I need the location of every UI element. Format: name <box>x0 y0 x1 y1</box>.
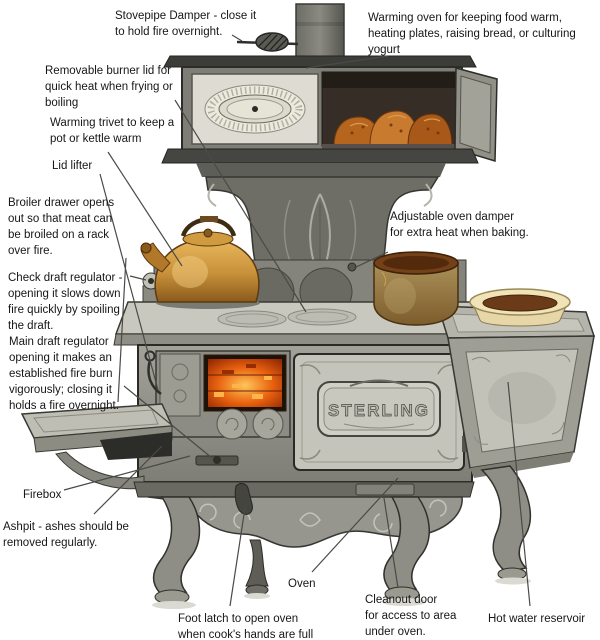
front-right-leg <box>383 496 430 591</box>
leader-warming-trivet <box>107 151 183 267</box>
cooking-pot <box>373 251 459 326</box>
main-draft-vent <box>195 455 239 466</box>
label-broiler-drawer: Broiler drawer opens out so that meat ca… <box>8 197 115 257</box>
warming-oven-left-door <box>191 73 319 145</box>
label-ashpit: Ashpit - ashes should be removed regular… <box>3 521 129 549</box>
label-stovepipe-damper: Stovepipe Damper - close it to hold fire… <box>115 10 257 38</box>
kettle <box>140 216 260 309</box>
firebox-door <box>155 350 291 440</box>
leader-cleanout-door <box>383 497 399 589</box>
leader-check-draft <box>129 275 147 281</box>
warming-oven-unit <box>161 55 498 177</box>
ashpit-gap <box>100 432 172 460</box>
stovepipe <box>295 3 345 63</box>
front-left-leg <box>152 496 201 594</box>
nameplate-text: STERLING <box>328 401 430 420</box>
label-lid-lifter: Lid lifter <box>52 160 93 172</box>
leader-stovepipe-damper <box>231 34 243 42</box>
label-hot-water-reservoir: Hot water reservoir <box>488 613 586 625</box>
nameplate: STERLING <box>317 379 441 437</box>
leader-oven <box>311 477 399 573</box>
label-main-draft: Main draft regulator opening it makes an… <box>9 336 119 412</box>
floor-shadows <box>152 577 531 609</box>
leader-hot-water-reservoir <box>507 381 531 607</box>
leader-broiler-drawer <box>117 257 127 403</box>
leader-ashpit <box>93 445 163 515</box>
pie-dish <box>469 288 571 327</box>
leader-lid-lifter <box>99 173 159 391</box>
label-cleanout-door: Cleanout door for access to area under o… <box>365 594 457 638</box>
leader-warming-oven <box>305 55 389 69</box>
foot-latch-pedal <box>234 483 253 515</box>
leader-firebox <box>63 455 191 491</box>
stove-body: STERLING <box>137 344 473 483</box>
label-foot-latch: Foot latch to open oven when cook's hand… <box>178 613 314 640</box>
label-warming-oven: Warming oven for keeping food warm, heat… <box>368 12 576 56</box>
oven-door: STERLING <box>293 353 471 471</box>
leader-foot-latch <box>229 507 246 607</box>
rear-leg <box>245 539 269 587</box>
label-removable-burner-lid: Removable burner lid for quick heat when… <box>45 65 173 109</box>
warming-oven-open-door <box>454 67 498 163</box>
label-check-draft: Check draft regulator - opening it slows… <box>8 272 123 332</box>
bread-loaves <box>322 110 456 149</box>
leader-main-draft <box>123 385 213 459</box>
broiler-shelf <box>20 403 174 490</box>
label-oven-damper: Adjustable oven damper for extra heat wh… <box>390 211 529 239</box>
reservoir-leg <box>480 465 532 573</box>
leader-oven-damper <box>353 251 389 269</box>
fire-window <box>203 354 287 412</box>
stovepipe-damper-handle <box>236 32 299 52</box>
label-oven: Oven <box>288 578 316 590</box>
label-firebox: Firebox <box>23 489 62 501</box>
leader-removable-burner-lid <box>174 99 307 313</box>
stove-base <box>133 481 531 609</box>
cleanout-door-panel <box>355 483 415 496</box>
burner-lid-ovals <box>217 308 357 328</box>
leader-lines <box>63 34 531 607</box>
label-warming-trivet: Warming trivet to keep a pot or kettle w… <box>50 117 175 145</box>
